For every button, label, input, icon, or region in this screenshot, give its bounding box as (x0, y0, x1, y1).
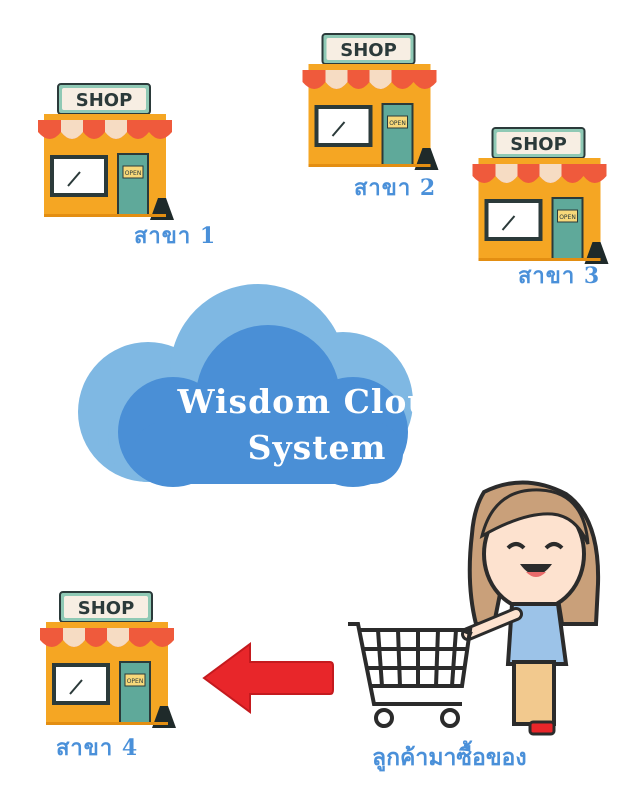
shop-3-open-tag: OPEN (559, 214, 576, 221)
shop-1-open-tag: OPEN (125, 170, 142, 177)
shop-3-icon: SHOP OPEN (472, 127, 609, 264)
shop-2-sign: SHOP (340, 40, 397, 61)
shop-1-label: สาขา 1 (134, 223, 217, 249)
shop-4-sign: SHOP (78, 598, 135, 619)
shop-4-label: สาขา 4 (56, 735, 139, 761)
shop-1-icon: SHOP OPEN (38, 83, 174, 220)
shop-1-sign: SHOP (76, 90, 133, 111)
customer-label: ลูกค้ามาซื้อของ (372, 744, 527, 771)
shop-2-label: สาขา 2 (354, 175, 437, 201)
arrow-left-icon (202, 642, 334, 714)
cloud-title-line-1: Wisdom Cloud (177, 382, 457, 421)
shop-2-open-tag: OPEN (389, 120, 406, 127)
shop-3-label: สาขา 3 (518, 263, 601, 289)
shop-4-open-tag: OPEN (127, 678, 144, 685)
shop-3-sign: SHOP (510, 134, 567, 155)
shop-4-icon: SHOP OPEN (40, 591, 176, 728)
cloud-icon (78, 284, 413, 487)
shop-2-icon: SHOP OPEN (302, 33, 439, 170)
cloud-title-line-2: System (247, 428, 387, 467)
customer-with-cart-icon (348, 480, 601, 736)
